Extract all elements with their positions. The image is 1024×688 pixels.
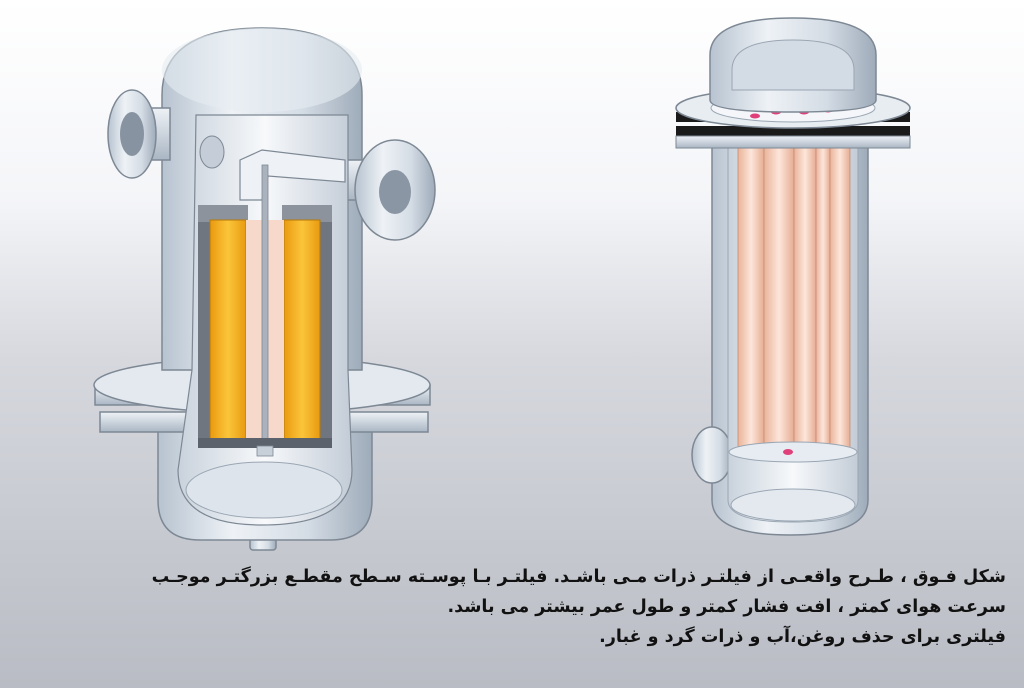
side-drain-port [691,426,733,484]
element-cap-right [282,205,332,222]
caption-line-1: شکل فـوق ، طـرح واقعـی از فیلتـر ذرات مـ… [151,567,1006,587]
caption: شکل فـوق ، طـرح واقعـی از فیلتـر ذرات مـ… [20,562,1006,652]
flange-rim-lower [675,135,911,149]
element-shell-left [198,215,212,445]
element-base [198,438,332,448]
right-filter [675,17,911,536]
bowl-floor [185,461,343,519]
left-filter [93,27,436,551]
side-port [199,135,225,169]
base-nut [256,445,274,457]
drain-hole-mark [783,449,793,455]
cartridge-5 [829,127,851,449]
element-shell-right [318,215,332,445]
cartridge-2 [763,121,795,451]
top-flange-plate-lower [676,126,910,136]
caption-line-3: فیلتری برای حذف روغن،آب و ذرات گرد و غبا… [599,627,1006,647]
element-cap-left [198,205,248,222]
inlet-opening [120,112,144,156]
cartridge-3 [793,127,817,449]
cartridge-1 [737,127,765,449]
hole-9 [750,113,760,119]
caption-line-2: سرعت هوای کمتر ، افت فشار کمتر و طول عمر… [447,597,1006,617]
filter-illustration [93,17,911,551]
shell-floor [730,488,856,522]
tie-rod [261,164,269,451]
housing-dome [162,28,362,112]
filter-media-left [209,219,247,446]
top-cover-cutaway [731,39,855,91]
cartridge-4 [815,123,831,449]
filter-media-right [283,219,321,446]
outlet-opening [379,170,411,214]
